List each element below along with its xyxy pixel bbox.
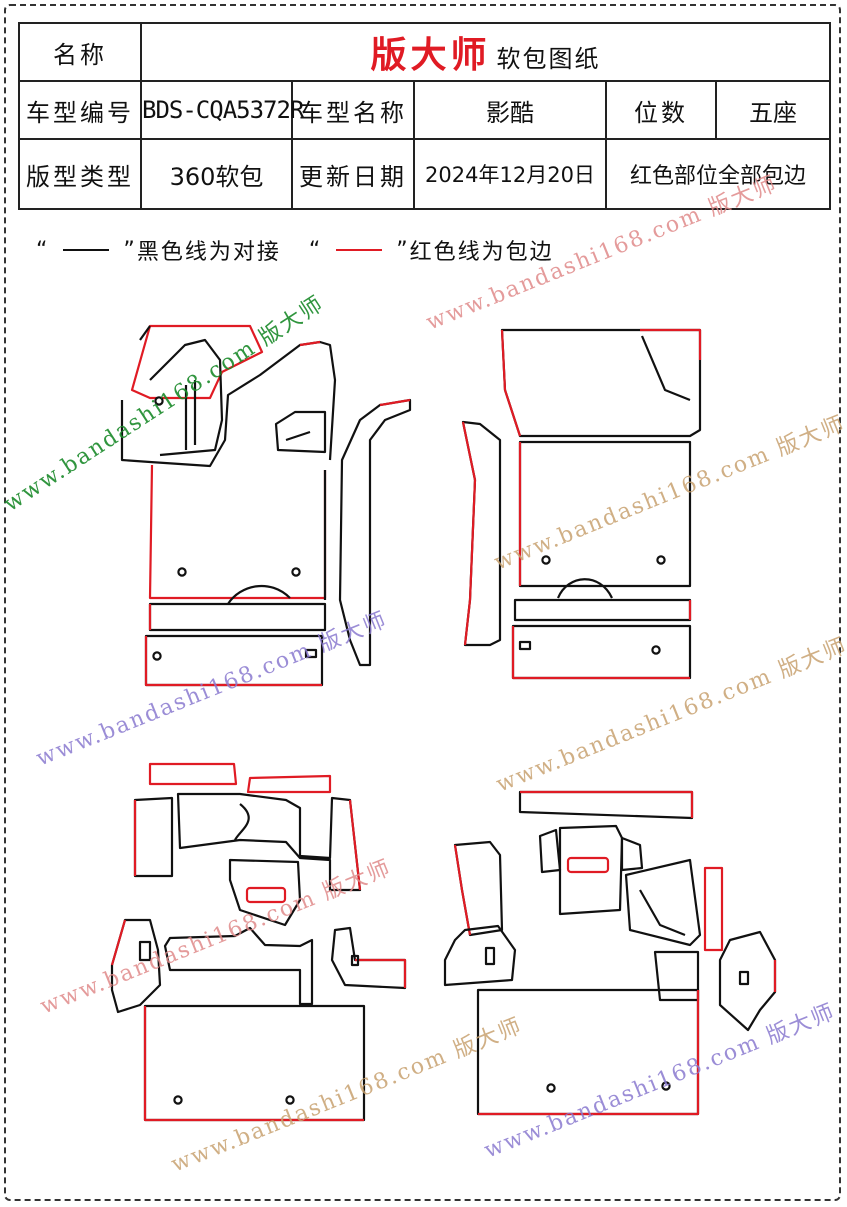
page-border xyxy=(4,4,841,1201)
model-code-label: 车型编号 xyxy=(18,80,142,140)
brand-title: 版大师 xyxy=(370,34,491,76)
title-cell: 版大师软包图纸 xyxy=(139,22,832,82)
seats-value: 五座 xyxy=(714,80,832,140)
legend-open-quote-2: “ xyxy=(308,237,323,263)
watermark-2: www.bandashi168.com 版大师 xyxy=(423,171,781,335)
legend-black-text: 黑色线为对接 xyxy=(136,240,281,265)
line-legend: “ ” 黑色线为对接 “ ” 红色线为包边 xyxy=(36,234,554,266)
seats-label: 位数 xyxy=(605,80,717,140)
red-line-sample xyxy=(336,249,383,251)
legend-open-quote-1: “ xyxy=(36,237,50,263)
watermark-6: www.bandashi168.com 版大师 xyxy=(37,855,395,1019)
update-date-label: 更新日期 xyxy=(291,138,415,210)
spec-table: 名称 版大师软包图纸 车型编号 BDS-CQA5372R 车型名称 影酷 位数 … xyxy=(18,22,832,210)
pattern-front-right xyxy=(461,328,702,680)
pattern-type-label: 版型类型 xyxy=(18,138,142,210)
update-date-value: 2024年12月20日 xyxy=(413,138,607,210)
legend-close-quote-1: ” xyxy=(123,237,137,263)
pattern-type-value: 360软包 xyxy=(140,138,293,210)
model-name-label: 车型名称 xyxy=(291,80,415,140)
pattern-rear-right xyxy=(443,790,777,1116)
edge-note: 红色部位全部包边 xyxy=(604,138,832,210)
watermarks: www.bandashi168.com 版大师 www.bandashi168.… xyxy=(0,171,847,1177)
pattern-front-left xyxy=(120,324,412,687)
pattern-rear-left xyxy=(110,762,407,1122)
legend-close-quote-2: ” xyxy=(396,237,410,263)
watermark-5: www.bandashi168.com 版大师 xyxy=(493,633,847,797)
name-label: 名称 xyxy=(18,22,142,82)
watermark-4: www.bandashi168.com 版大师 xyxy=(33,607,391,771)
watermark-8: www.bandashi168.com 版大师 xyxy=(481,999,839,1163)
legend-red-text: 红色线为包边 xyxy=(409,240,554,265)
brand-subtitle: 软包图纸 xyxy=(496,45,601,73)
watermark-7: www.bandashi168.com 版大师 xyxy=(168,1013,526,1177)
model-name-value: 影酷 xyxy=(413,80,607,140)
black-line-sample xyxy=(63,249,110,251)
model-code-value: BDS-CQA5372R xyxy=(140,80,304,140)
